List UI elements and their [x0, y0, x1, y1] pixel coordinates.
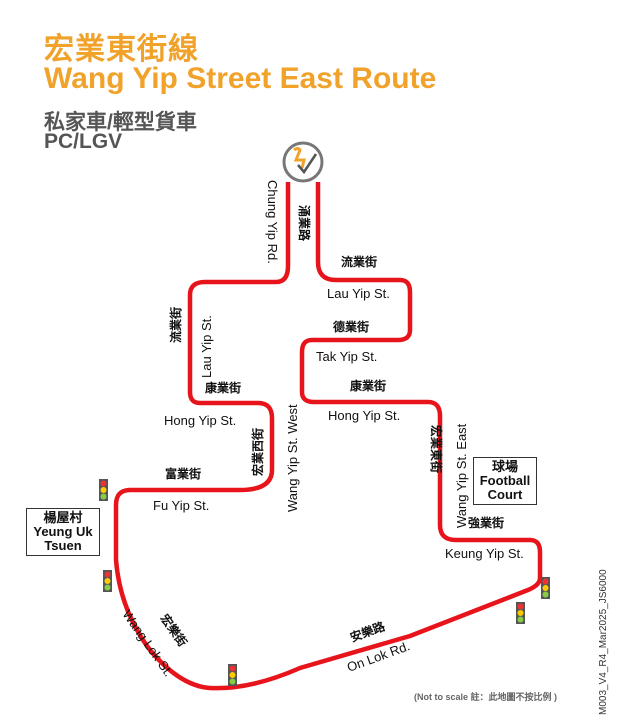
traffic-light-icon: [541, 577, 550, 599]
landmark-name-en-line1: Yeung Uk: [33, 524, 93, 539]
landmark-name-en-line1: Football: [479, 473, 531, 488]
street-label-hong-yip-zh-west: 康業街: [205, 380, 241, 395]
street-label-fu-yip-en: Fu Yip St.: [153, 498, 209, 513]
street-label-fu-yip-zh: 富業街: [165, 466, 201, 481]
street-label-chung-yip-en: Chung Yip Rd.: [265, 180, 280, 264]
street-label-tak-yip-zh: 德業街: [333, 319, 369, 334]
street-label-lau-yip-en-west: Lau Yip St.: [199, 315, 214, 378]
street-label-tak-yip-en: Tak Yip St.: [316, 349, 377, 364]
street-label-hong-yip-zh-east: 康業街: [350, 378, 386, 393]
street-label-lau-yip-zh-east: 流業街: [341, 254, 377, 269]
traffic-light-icon: [99, 479, 108, 501]
route-title-en: Wang Yip Street East Route: [44, 62, 437, 95]
landmark-name-en-line2: Tsuen: [44, 538, 82, 553]
street-label-on-lok-zh: 安樂路: [348, 618, 388, 645]
street-label-wang-yip-w-en: Wang Yip St. West: [285, 404, 300, 512]
street-label-wang-yip-w-zh: 宏業西街: [250, 428, 265, 476]
vehicle-type-zh: 私家車/輕型貨車: [44, 111, 197, 134]
traffic-light-icon: [103, 570, 112, 592]
street-label-lau-yip-zh-west: 流業街: [168, 307, 183, 343]
street-label-hong-yip-en-west: Hong Yip St.: [164, 413, 236, 428]
street-label-wang-yip-e-zh: 宏業東街: [429, 425, 444, 473]
street-label-keung-yip-zh: 強業街: [468, 515, 504, 530]
route-title-zh: 宏業東街線: [44, 33, 199, 66]
landmark-name-zh: 球場: [491, 459, 518, 474]
traffic-light-icon: [228, 664, 237, 686]
vehicle-type-en: PC/LGV: [44, 130, 123, 153]
street-label-chung-yip-zh: 涌業路: [297, 205, 312, 242]
driving-test-start-icon: [282, 141, 324, 183]
route-line: [113, 182, 543, 691]
street-label-hong-yip-en-east: Hong Yip St.: [328, 408, 400, 423]
street-label-wang-yip-e-en: Wang Yip St. East: [454, 423, 469, 528]
street-label-keung-yip-en: Keung Yip St.: [445, 546, 524, 561]
direction-arrows: [116, 233, 499, 689]
landmark-football-court: 球場 Football Court: [473, 457, 537, 505]
traffic-light-icon: [516, 602, 525, 624]
street-label-lau-yip-en-east: Lau Yip St.: [327, 286, 390, 301]
not-to-scale-note: (Not to scale 註：此地圖不按比例 ): [414, 692, 558, 702]
map-code: M003_V4_R4_Mar2025_JS6000: [598, 569, 609, 715]
landmark-name-zh: 楊屋村: [43, 510, 83, 525]
street-label-wang-lok-zh: 宏樂街: [158, 611, 191, 649]
landmark-name-en-line2: Court: [487, 487, 523, 502]
landmark-yeung-uk-tsuen: 楊屋村 Yeung Uk Tsuen: [26, 508, 100, 556]
